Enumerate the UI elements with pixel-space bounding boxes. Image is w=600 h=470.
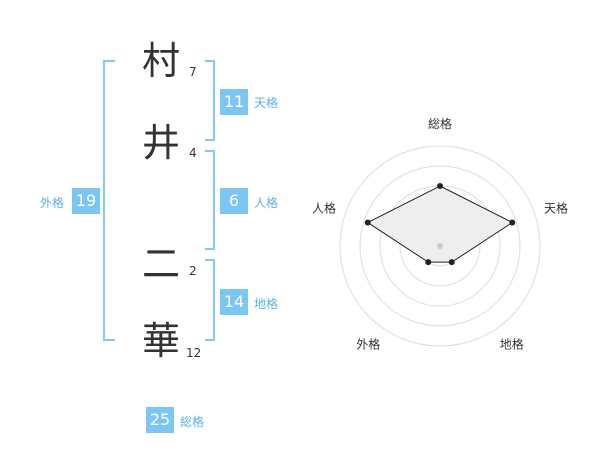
radar-point: [364, 219, 371, 226]
tenkaku-score: 11: [220, 89, 248, 115]
stroke-count-4: 12: [186, 346, 202, 360]
name-char-3: 二: [142, 242, 181, 286]
radar-ring: [339, 145, 541, 347]
stroke-count-2: 4: [189, 146, 197, 160]
radar-point: [437, 183, 443, 189]
soukaku-score: 25: [146, 407, 174, 433]
name-char-1: 村: [142, 39, 181, 83]
radar-label-gaikaku: 外格: [356, 337, 380, 352]
fortune-radar-chart: 総格 天格 地格 外格 人格: [312, 116, 568, 352]
gaikaku-score: 19: [72, 188, 100, 214]
jinkaku-bracket: [205, 150, 215, 250]
radar-center-dot: [437, 243, 443, 249]
radar-point: [425, 259, 432, 266]
gaikaku-label: 外格: [40, 196, 65, 210]
tenkaku-label: 天格: [254, 96, 279, 110]
name-char-2: 井: [142, 121, 181, 165]
stroke-count-3: 2: [189, 264, 197, 278]
radar-label-chikaku: 地格: [500, 337, 524, 352]
radar-points: [364, 183, 516, 266]
chikaku-label: 地格: [254, 297, 279, 311]
gaikaku-bracket: [103, 60, 115, 341]
stroke-count-1: 7: [189, 65, 197, 79]
radar-label-tenkaku: 天格: [544, 200, 568, 215]
radar-label-soukaku: 総格: [428, 116, 452, 131]
radar-label-jinkaku: 人格: [312, 200, 336, 215]
jinkaku-score: 6: [220, 188, 248, 214]
radar-shape: [366, 185, 514, 263]
chikaku-bracket: [205, 259, 215, 341]
chikaku-score: 14: [220, 289, 248, 315]
jinkaku-label: 人格: [254, 196, 279, 210]
radar-point: [509, 219, 516, 226]
tenkaku-bracket: [205, 60, 215, 141]
name-char-4: 華: [142, 319, 181, 363]
soukaku-label: 総格: [180, 415, 205, 429]
radar-point: [448, 259, 455, 266]
radar-ring: [359, 165, 521, 327]
